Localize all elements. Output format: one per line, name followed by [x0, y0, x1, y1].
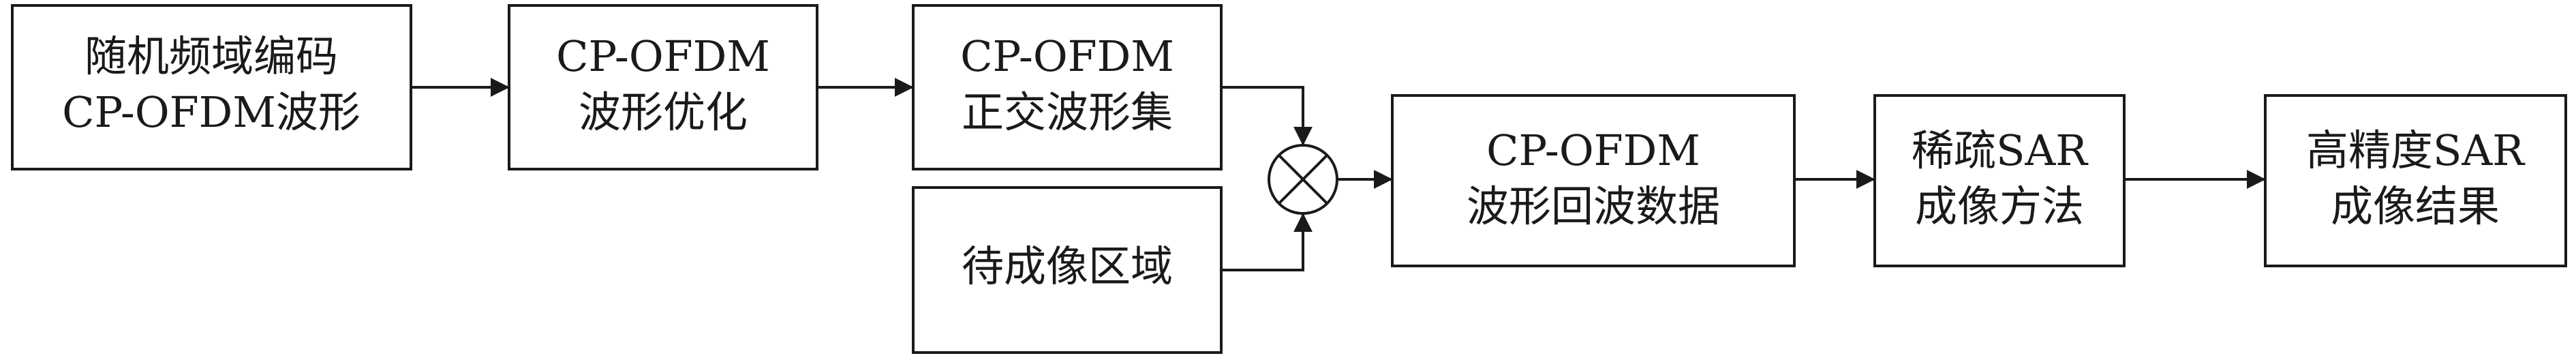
node-waveform-optimization-line-1: CP-OFDM — [556, 31, 770, 81]
node-orthogonal-waveform-set: CP-OFDM 正交波形集 — [912, 4, 1223, 170]
node-hires-sar-result-line-2: 成像结果 — [2331, 181, 2500, 231]
node-random-waveform-line-1: 随机频域编码 — [85, 31, 338, 81]
node-waveform-optimization: CP-OFDM 波形优化 — [508, 4, 818, 170]
node-orthogonal-waveform-set-line-2: 正交波形集 — [962, 87, 1173, 137]
node-echo-data-line-1: CP-OFDM — [1486, 125, 1700, 175]
mixer-multiply-icon — [1268, 144, 1338, 215]
node-orthogonal-waveform-set-line-1: CP-OFDM — [960, 31, 1174, 81]
node-random-waveform-line-2: CP-OFDM波形 — [62, 87, 361, 137]
node-hires-sar-result-line-1: 高精度SAR — [2306, 125, 2526, 175]
node-sparse-sar-method: 稀疏SAR 成像方法 — [1873, 94, 2126, 267]
node-sparse-sar-method-line-1: 稀疏SAR — [1912, 125, 2089, 175]
node-hires-sar-result: 高精度SAR 成像结果 — [2264, 94, 2567, 267]
node-waveform-optimization-line-2: 波形优化 — [579, 87, 748, 137]
arrow-target-region-to-mixer — [1221, 213, 1313, 271]
node-sparse-sar-method-line-2: 成像方法 — [1915, 181, 2084, 231]
arrow-orthogonal-set-to-mixer — [1221, 86, 1313, 146]
node-target-region-line-1: 待成像区域 — [962, 241, 1173, 291]
node-echo-data: CP-OFDM 波形回波数据 — [1391, 94, 1796, 267]
node-echo-data-line-2: 波形回波数据 — [1467, 181, 1720, 231]
node-target-region: 待成像区域 — [912, 186, 1223, 354]
node-random-waveform: 随机频域编码 CP-OFDM波形 — [11, 4, 412, 170]
